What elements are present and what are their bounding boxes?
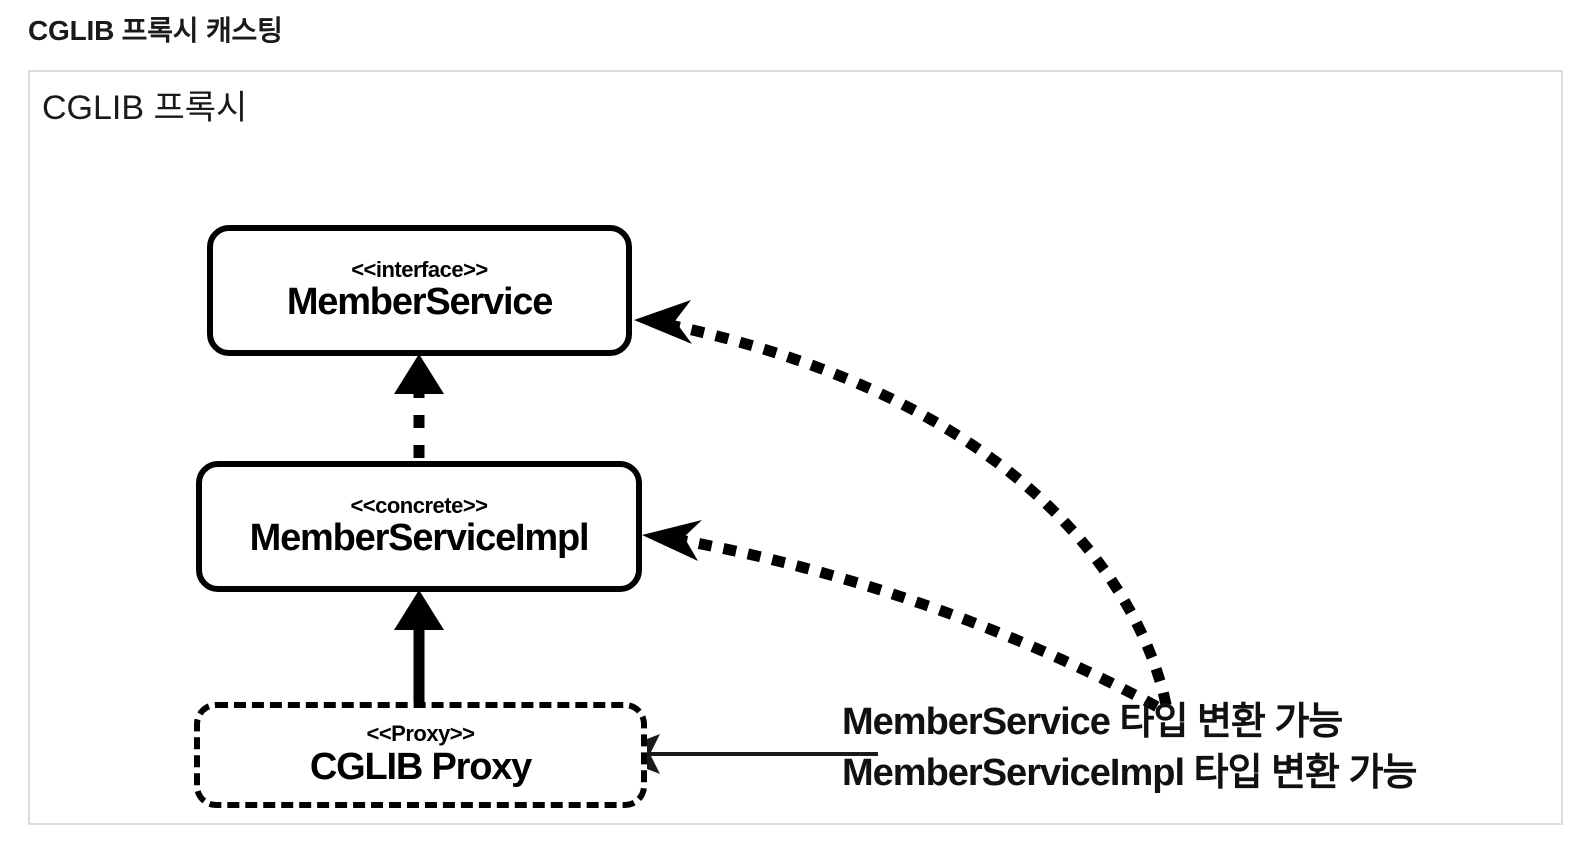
node-cglib-proxy[interactable]: <<Proxy>> CGLIB Proxy	[194, 702, 647, 808]
edge-cast-member-service	[634, 300, 1172, 707]
edge-cast-member-service-impl	[642, 520, 1160, 712]
diagram-heading: CGLIB 프록시	[42, 89, 248, 127]
annotation-group: MemberService 타입 변환 가능 MemberServiceImpl…	[842, 697, 1561, 799]
node-member-service-impl-stereotype: <<concrete>>	[350, 492, 488, 518]
node-member-service-name: MemberService	[286, 281, 554, 324]
annotation-member-service: MemberService 타입 변환 가능	[842, 701, 1343, 743]
diagram-connectors-layer	[394, 300, 1172, 774]
node-member-service-impl[interactable]: <<concrete>> MemberServiceImpl	[196, 461, 642, 592]
node-cglib-proxy-stereotype: <<Proxy>>	[366, 721, 475, 747]
node-member-service-impl-name: MemberServiceImpl	[249, 517, 590, 560]
node-member-service-stereotype: <<interface>>	[351, 256, 488, 282]
node-member-service[interactable]: <<interface>> MemberService	[207, 225, 632, 356]
diagram-container: CGLIB 프록시	[28, 70, 1563, 825]
annotation-member-service-impl: MemberServiceImpl 타입 변환 가능	[842, 751, 1418, 794]
edge-annotation-to-proxy	[608, 734, 878, 774]
page-title: CGLIB 프록시 캐스팅	[28, 15, 283, 46]
edge-implements	[394, 354, 444, 458]
edge-extends	[394, 590, 444, 704]
node-cglib-proxy-name: CGLIB Proxy	[309, 745, 532, 788]
